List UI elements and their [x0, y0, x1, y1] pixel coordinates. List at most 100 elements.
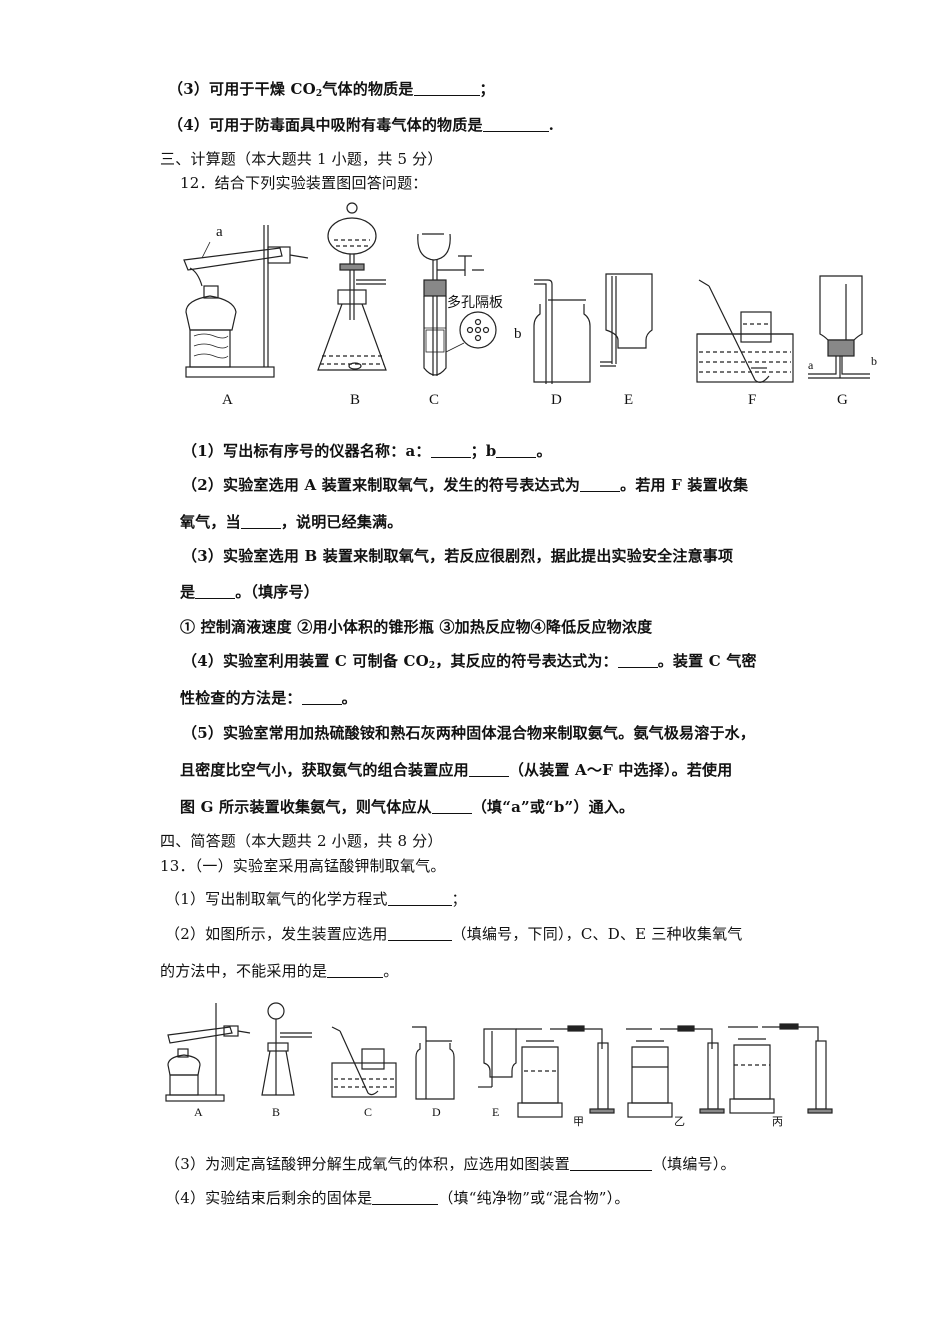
q12-3-line1: （3）实验室选用 B 装置来制取氧气，若反应很剧烈，据此提出实验安全注意事项 — [182, 547, 734, 565]
answer-blank[interactable] — [617, 653, 658, 668]
label2-E: E — [492, 1105, 500, 1119]
answer-blank[interactable] — [413, 81, 480, 96]
q11-3-text: （3）可用于干燥 CO — [168, 80, 316, 98]
punct: . — [548, 116, 555, 134]
answer-blank-b[interactable] — [496, 443, 537, 458]
subscript: 2 — [428, 661, 436, 671]
subscript: 2 — [315, 89, 323, 99]
apparatus-b-small-icon — [261, 1002, 312, 1096]
g-port-a: a — [808, 358, 814, 372]
label-G: G — [837, 392, 848, 408]
q13-3-line: （3）为测定高锰酸钾分解生成氧气的体积，应选用如图装置 （填编号）。 — [165, 1153, 736, 1174]
answer-blank-a[interactable] — [430, 443, 471, 458]
g-port-b: b — [871, 354, 877, 368]
apparatus-d-small-icon — [412, 1026, 455, 1100]
apparatus-e-small-icon — [478, 1028, 517, 1088]
q13-4-line: （4）实验结束后剩余的固体是（填“纯净物”或“混合物”）。 — [165, 1187, 630, 1208]
q12-4-text-3: 。装置 C 气密 — [657, 652, 757, 670]
label-bing: 丙 — [772, 1115, 783, 1128]
answer-blank[interactable] — [468, 762, 509, 777]
section3-heading: 三、计算题（本大题共 1 小题，共 5 分） — [160, 150, 443, 168]
punct: ； — [479, 80, 495, 98]
q13-1-line: （1）写出制取氧气的化学方程式 ； — [165, 888, 467, 909]
measuring-apparatus-bing-icon — [728, 1023, 833, 1114]
q12-2-line1: （2）实验室选用 A 装置来制取氧气，发生的符号表达式为。若用 F 装置收集 — [182, 474, 748, 495]
answer-blank[interactable] — [387, 926, 452, 941]
q13-3-text: （3）为测定高锰酸钾分解生成氧气的体积，应选用如图装置 — [165, 1155, 570, 1173]
q11-4-text: （4）可用于防毒面具中吸附有毒气体的物质是 — [168, 116, 483, 134]
answer-blank[interactable] — [387, 891, 452, 906]
apparatus-figure-1: a 多孔隔板 b — [170, 200, 890, 420]
answer-blank[interactable] — [482, 117, 549, 132]
apparatus-g-icon — [808, 275, 870, 379]
label2-A: A — [194, 1105, 203, 1119]
q12-2-text-4: ，说明已经集满。 — [280, 513, 403, 531]
punct: 。 — [536, 442, 552, 460]
label-B: B — [350, 392, 361, 408]
punct: 。 — [341, 689, 357, 707]
apparatus-c-small-icon — [331, 1026, 397, 1098]
apparatus-d-icon — [533, 279, 591, 384]
q12-title: 12．结合下列实验装置图回答问题： — [180, 174, 428, 192]
apparatus-c-icon — [417, 233, 497, 376]
apparatus-f-icon — [696, 279, 794, 383]
q12-5-text-4: （填“a”或“b”）通入。 — [471, 798, 635, 816]
q12-4-text-2: ，其反应的符号表达式为： — [435, 652, 618, 670]
q12-5-line2: 且密度比空气小，获取氨气的组合装置应用 （从装置 A～F 中选择）。若使用 — [180, 759, 732, 780]
answer-blank[interactable] — [195, 584, 236, 599]
q12-4-line1: （4）实验室利用装置 C 可制备 CO2，其反应的符号表达式为： 。装置 C 气密 — [182, 650, 757, 671]
apparatus-a-small-icon — [165, 1003, 251, 1102]
q12-1-line: （1）写出标有序号的仪器名称：a： ；b 。 — [182, 440, 552, 461]
porous-plate-label: 多孔隔板 — [447, 295, 503, 311]
q12-3-text: 是 — [180, 583, 196, 601]
q13-2-line2: 的方法中，不能采用的是 。 — [160, 960, 398, 981]
q13-2-line1: （2）如图所示，发生装置应选用 （填编号，下同），C、D、E 三种收集氧气 — [165, 923, 742, 944]
q13-3-end: （填编号）。 — [651, 1155, 736, 1173]
q13-2-text-3: 的方法中，不能采用的是 — [160, 962, 328, 980]
q13-4-text: （4）实验结束后剩余的固体是 — [165, 1189, 373, 1207]
q12-3-line2: 是 。（填序号） — [180, 581, 319, 602]
measuring-apparatus-jia-icon — [516, 1025, 615, 1118]
punct: ； — [451, 890, 467, 908]
apparatus-a-icon — [183, 225, 309, 378]
answer-blank[interactable] — [580, 477, 621, 492]
answer-blank[interactable] — [301, 690, 342, 705]
answer-blank[interactable] — [327, 963, 384, 978]
label-E: E — [624, 392, 634, 408]
q12-4-text-4: 性检查的方法是： — [180, 689, 302, 707]
answer-blank[interactable] — [372, 1190, 439, 1205]
q13-1-text: （1）写出制取氧气的化学方程式 — [165, 890, 388, 908]
apparatus-b-icon — [317, 202, 387, 371]
label2-B: B — [272, 1105, 281, 1119]
label2-D: D — [432, 1105, 441, 1119]
apparatus-figure-2: A B C D E 甲 乙 丙 — [160, 995, 833, 1135]
q11-3-text-2: 气体的物质是 — [322, 80, 414, 98]
q12-5-text-2: （从装置 A～F 中选择）。若使用 — [508, 761, 733, 779]
answer-blank[interactable] — [431, 799, 472, 814]
annotation-a: a — [216, 224, 223, 240]
label-jia: 甲 — [573, 1115, 584, 1128]
q12-3-text-2: 。（填序号） — [235, 583, 319, 601]
punct: 。 — [383, 962, 399, 980]
measuring-apparatus-yi-icon — [626, 1025, 725, 1118]
label2-C: C — [364, 1105, 373, 1119]
q12-5-text-3: 图 G 所示装置收集氨气，则气体应从 — [180, 798, 432, 816]
q12-1-text-2: ；b — [470, 442, 497, 460]
q12-3-options: ① 控制滴液速度 ②用小体积的锥形瓶 ③加热反应物④降低反应物浓度 — [180, 618, 653, 636]
q12-4-text: （4）实验室利用装置 C 可制备 CO — [182, 652, 429, 670]
q13-title: 13．（一）实验室采用高锰酸钾制取氧气。 — [160, 857, 446, 875]
apparatus-e-icon — [600, 273, 653, 367]
q11-4-line: （4）可用于防毒面具中吸附有毒气体的物质是. — [168, 114, 554, 135]
answer-blank[interactable] — [240, 514, 281, 529]
q12-1-text: （1）写出标有序号的仪器名称：a： — [182, 442, 431, 460]
label-D: D — [551, 392, 562, 408]
section4-heading: 四、简答题（本大题共 2 小题，共 8 分） — [160, 832, 443, 850]
label-F: F — [748, 392, 757, 408]
q12-2-text-3: 氧气，当 — [180, 513, 241, 531]
q11-3-line: （3）可用于干燥 CO2气体的物质是 ； — [168, 78, 495, 99]
answer-blank[interactable] — [569, 1156, 652, 1171]
q12-5-text: 且密度比空气小，获取氨气的组合装置应用 — [180, 761, 469, 779]
q13-2-text: （2）如图所示，发生装置应选用 — [165, 925, 388, 943]
q13-2-text-2: （填编号，下同），C、D、E 三种收集氧气 — [451, 925, 743, 943]
annotation-b: b — [514, 326, 522, 342]
